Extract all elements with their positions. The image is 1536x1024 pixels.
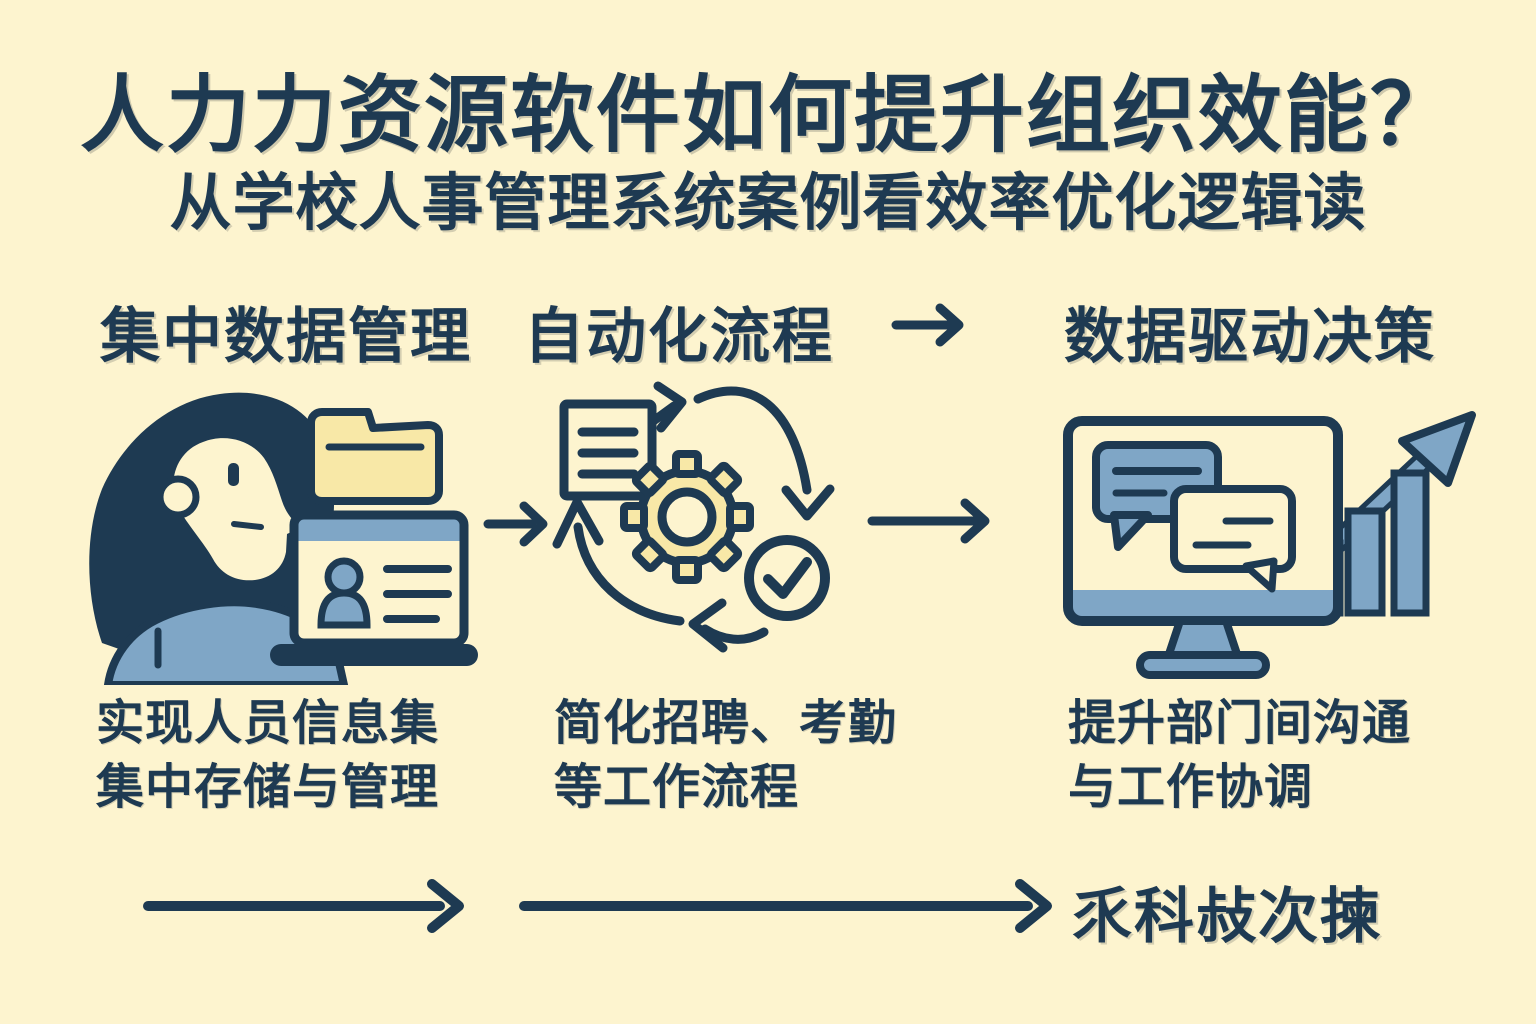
woman-folder-laptop-icon xyxy=(82,385,482,685)
folder-icon xyxy=(307,408,443,505)
column-desc-data-driven: 提升部门间沟通 与工作协调 xyxy=(1068,692,1411,820)
desc-line: 提升部门间沟通 xyxy=(1068,697,1412,750)
page-subtitle: 从学校人事管理系统案例看效率优化逻辑读 xyxy=(169,169,1367,238)
footer-text: 乑科敊次揀 xyxy=(1072,883,1382,950)
woman-avatar xyxy=(89,392,349,685)
column-heading-centralized-data: 集中数据管理 xyxy=(100,303,472,370)
heading-arrow-right-icon xyxy=(890,300,972,350)
check-circle-icon xyxy=(744,535,830,621)
document-gear-workflow-icon xyxy=(540,372,870,684)
desc-line: 与工作协调 xyxy=(1068,761,1314,814)
desc-line: 实现人员信息集 xyxy=(96,697,440,750)
column-heading-data-driven: 数据驱动决策 xyxy=(1064,303,1436,370)
desc-line: 集中存储与管理 xyxy=(96,761,440,814)
monitor-chat-growth-icon xyxy=(1048,393,1488,685)
desc-line: 等工作流程 xyxy=(554,761,800,814)
column-heading-automation: 自动化流程 xyxy=(524,303,834,370)
flow-arrow-right-icon xyxy=(866,495,994,547)
cycle-arrows-icon xyxy=(552,381,835,653)
bottom-arrow-right-icon xyxy=(516,878,1064,934)
column-desc-automation: 简化招聘、考勤 等工作流程 xyxy=(554,692,897,820)
laptop-id-card-icon xyxy=(270,510,478,666)
gear-icon xyxy=(620,450,754,584)
bottom-arrow-right-icon xyxy=(140,878,475,934)
page-title: 人力力资源软件如何提升组织效能？ xyxy=(79,68,1456,162)
desc-line: 简化招聘、考勤 xyxy=(554,697,898,750)
flow-arrow-right-icon xyxy=(482,498,552,550)
document-icon xyxy=(559,399,657,501)
chat-bubbles-icon xyxy=(1092,441,1296,593)
column-desc-centralized-data: 实现人员信息集 集中存储与管理 xyxy=(96,692,439,820)
bar-chart-icon xyxy=(1312,469,1430,617)
